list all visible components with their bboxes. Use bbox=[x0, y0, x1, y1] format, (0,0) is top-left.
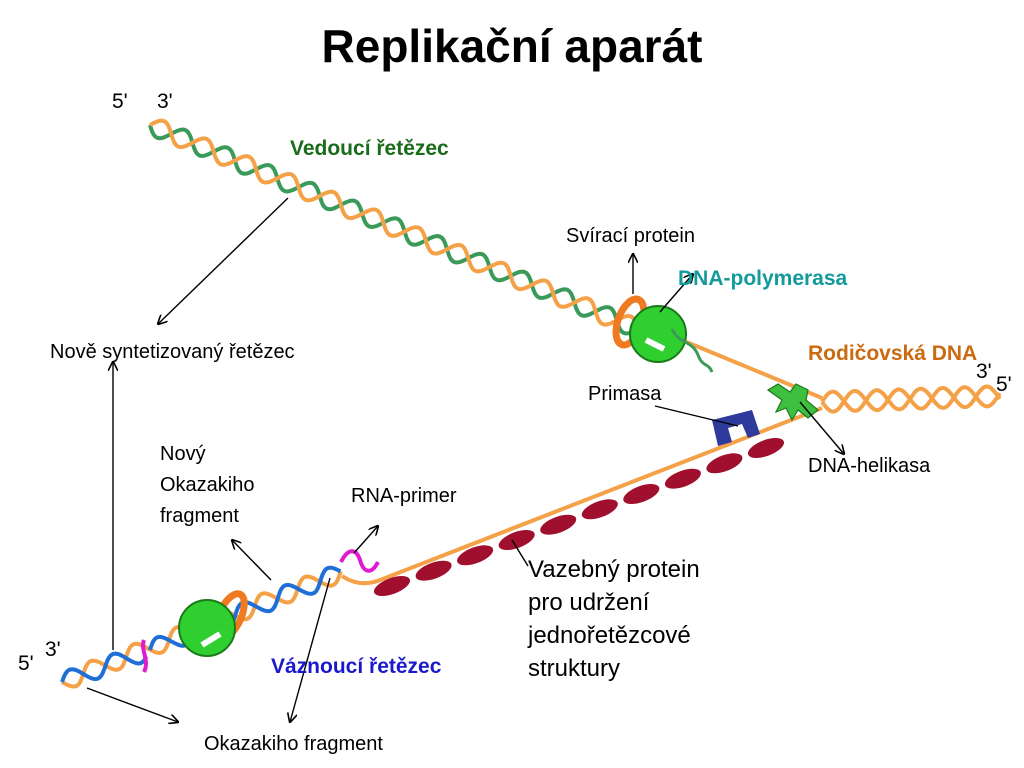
right-5-prime-label: 5' bbox=[996, 373, 1012, 396]
page-title: Replikační aparát bbox=[322, 20, 703, 72]
new-okazaki-label-line3: fragment bbox=[160, 505, 239, 527]
pointer-new-strand-top bbox=[158, 197, 289, 324]
ssb-protein bbox=[415, 560, 452, 581]
ssb-protein bbox=[498, 530, 535, 550]
lagging-polymerase-direction-arrow-icon bbox=[200, 631, 222, 648]
bottom-3-prime-label: 3' bbox=[45, 638, 61, 661]
ssb-label-line2: pro udržení bbox=[528, 589, 650, 616]
dna-helicase-label: DNA-helikasa bbox=[808, 455, 931, 477]
okazaki-fragment-label: Okazakiho fragment bbox=[204, 733, 383, 755]
ssb-protein bbox=[706, 453, 743, 474]
lagging-dna-polymerase bbox=[178, 599, 236, 657]
clamp-protein-label: Svírací protein bbox=[566, 225, 695, 247]
ssb-protein bbox=[623, 484, 660, 504]
new-okazaki-label-line1: Nový bbox=[160, 443, 206, 465]
single-strand-binding-proteins bbox=[373, 438, 785, 596]
ssb-label-line3: jednořetězcové bbox=[527, 622, 691, 649]
top-5-prime-label: 5' bbox=[112, 90, 128, 113]
ssb-protein bbox=[747, 438, 785, 458]
new-strand-label: Nově syntetizovaný řetězec bbox=[50, 341, 295, 363]
pointer-okazaki-b bbox=[290, 577, 331, 722]
polymerase-direction-arrow-icon bbox=[644, 337, 666, 352]
new-leading-strand-tail bbox=[670, 328, 714, 373]
dna-helicase-protein bbox=[766, 383, 819, 422]
leading-new-strand-helix bbox=[148, 124, 641, 336]
parental-strand-b-helix bbox=[820, 385, 1002, 413]
pointer-primase bbox=[654, 405, 739, 427]
primase-label: Primasa bbox=[588, 383, 662, 405]
top-3-prime-label: 3' bbox=[157, 90, 173, 113]
pointer-okazaki-a bbox=[86, 687, 178, 722]
parental-dna-label: Rodičovská DNA bbox=[808, 342, 977, 365]
ssb-label-line1: Vazebný protein bbox=[528, 556, 700, 583]
ssb-protein bbox=[581, 499, 618, 520]
pointer-ssb bbox=[511, 539, 529, 567]
ssb-protein bbox=[373, 576, 411, 596]
rna-primer-label: RNA-primer bbox=[351, 485, 457, 507]
leading-dna-polymerase bbox=[629, 305, 687, 363]
bottom-5-prime-label: 5' bbox=[18, 652, 34, 675]
new-okazaki-label-line2: Okazakiho bbox=[160, 474, 255, 496]
pointer-rna-primer bbox=[353, 526, 378, 554]
dna-polymerase-label: DNA-polymerasa bbox=[678, 267, 848, 290]
ssb-protein bbox=[540, 514, 577, 535]
right-3-prime-label: 3' bbox=[976, 360, 992, 383]
rna-primer-strand bbox=[339, 549, 380, 573]
pointer-dna-helicase bbox=[799, 401, 844, 454]
primase-protein bbox=[712, 410, 760, 446]
ssb-label-line4: struktury bbox=[528, 655, 620, 682]
leading-template-strand-helix bbox=[149, 118, 641, 332]
leading-strand-label: Vedoucí řetězec bbox=[290, 137, 449, 160]
label-pointers bbox=[86, 197, 844, 722]
ssb-protein bbox=[664, 468, 701, 489]
lagging-strand-label: Váznoucí řetězec bbox=[271, 655, 442, 678]
lagging-polymerase-complex bbox=[178, 590, 248, 657]
old-rna-primer-strand bbox=[141, 639, 148, 673]
lagging-template-single-strand bbox=[340, 406, 823, 586]
pointer-new-okazaki bbox=[232, 540, 272, 581]
pointer-dna-polymerase bbox=[659, 274, 693, 313]
okazaki-fragment-old-helix bbox=[60, 651, 149, 683]
ssb-protein bbox=[457, 545, 494, 566]
leading-polymerase-complex bbox=[612, 295, 714, 373]
